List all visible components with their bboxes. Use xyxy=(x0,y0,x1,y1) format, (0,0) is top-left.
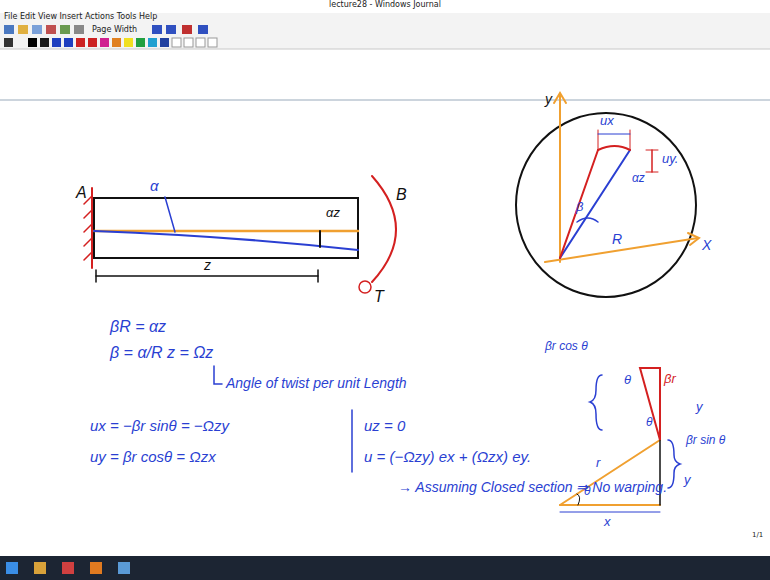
dimension-label: z xyxy=(204,258,211,273)
displacement-label: uy. xyxy=(662,152,678,166)
zoom-box: Page Width xyxy=(92,26,137,35)
equation: uy = βr cosθ = Ωzx xyxy=(90,449,216,466)
angle-label: θ xyxy=(624,373,631,387)
twist-label: αz xyxy=(326,206,340,220)
note: → Assuming Closed section ⇒ No warping. xyxy=(398,480,667,495)
angle-label: β xyxy=(576,200,583,214)
window-title: lecture28 - Windows Journal xyxy=(329,1,441,10)
end-label: B xyxy=(396,186,407,204)
coordinate-label: y xyxy=(696,400,703,414)
taskbar-icons xyxy=(6,562,130,574)
axis-label: X xyxy=(702,238,711,253)
beam-figure xyxy=(84,176,396,293)
side-label: βr sin θ xyxy=(686,434,725,447)
note: Angle of twist per unit Length xyxy=(226,376,407,391)
twist-label: αz xyxy=(632,172,645,185)
taskbar xyxy=(0,556,770,580)
displacement-label: ux xyxy=(600,114,614,128)
radius-label: r xyxy=(596,456,600,470)
toolbar-icons xyxy=(4,25,217,47)
side-label: βr cos θ xyxy=(545,340,588,353)
equation: ux = −βr sinθ = −Ωzy xyxy=(90,418,229,435)
equation: β = α/R z = Ωz xyxy=(110,344,213,362)
twist-label: α xyxy=(150,178,159,195)
end-label: A xyxy=(76,184,87,202)
equation: uz = 0 xyxy=(364,418,405,435)
torque-label: T xyxy=(374,288,384,306)
equation: βR = αz xyxy=(110,318,166,336)
menu-bar: File Edit View Insert Actions Tools Help xyxy=(4,13,157,22)
toolbar-border xyxy=(0,49,770,50)
title-bar xyxy=(0,0,770,13)
angle-label: θ xyxy=(646,416,653,429)
coordinate-label: x xyxy=(604,515,611,529)
radius-label: R xyxy=(612,232,622,247)
equation: u = (−Ωzy) ex + (Ωzx) ey. xyxy=(364,449,531,466)
side-label: βr xyxy=(664,372,676,386)
page-rule xyxy=(0,100,770,101)
axis-label: y xyxy=(545,92,552,107)
cross-section xyxy=(516,93,699,297)
toolbar xyxy=(0,13,770,49)
coordinate-label: y xyxy=(684,473,691,487)
page-number: 1/1 xyxy=(752,532,763,540)
